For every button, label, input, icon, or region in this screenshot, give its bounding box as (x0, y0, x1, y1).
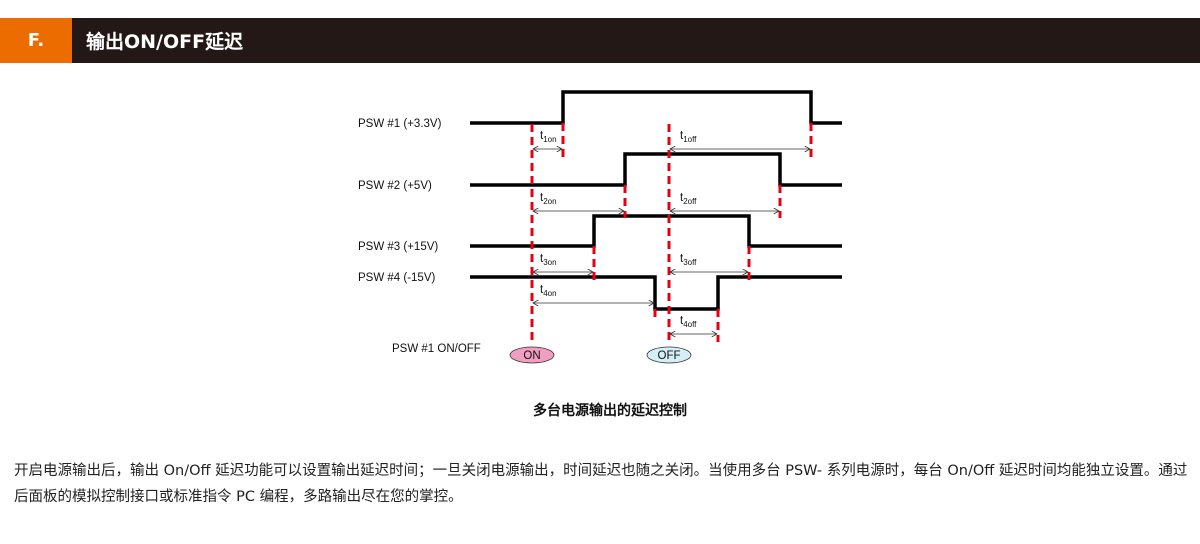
description-text: 开启电源输出后，输出 On/Off 延迟功能可以设置输出延迟时间；一旦关闭电源输… (14, 463, 1188, 505)
signal-psw1 (470, 90, 842, 125)
channel-label: PSW #1 (+3.3V) (358, 118, 442, 130)
channel-label: PSW #2 (+5V) (358, 180, 432, 192)
signal-psw3 (470, 214, 842, 248)
svg-text:OFF: OFF (658, 350, 681, 362)
channel-label: PSW #4 (-15V) (358, 272, 435, 284)
signal-psw4 (470, 275, 842, 311)
control-label: PSW #1 ON/OFF (392, 343, 481, 355)
delay-label-t1on: t1on (540, 130, 557, 144)
off-badge: OFF (646, 346, 692, 364)
delay-label-t2off: t2off (680, 192, 697, 206)
delay-label-t4on: t4on (540, 284, 557, 298)
section-number: F. (0, 18, 72, 63)
delay-label-t3on: t3on (540, 253, 557, 267)
signal-psw2 (470, 152, 842, 187)
delay-label-t4off: t4off (680, 315, 697, 329)
edge-markers (561, 123, 813, 342)
diagram-caption: 多台电源输出的延迟控制 (533, 403, 687, 419)
section-title: 输出ON/OFF延迟 (86, 31, 244, 53)
delay-label-t2on: t2on (540, 192, 557, 206)
delay-arrows (533, 149, 810, 334)
on-badge: ON (509, 346, 555, 364)
svg-text:ON: ON (523, 350, 540, 362)
delay-label-t1off: t1off (680, 130, 697, 144)
channel-label: PSW #3 (+15V) (358, 241, 438, 253)
delay-label-t3off: t3off (680, 253, 697, 267)
section-header: F. 输出ON/OFF延迟 (0, 18, 1200, 63)
